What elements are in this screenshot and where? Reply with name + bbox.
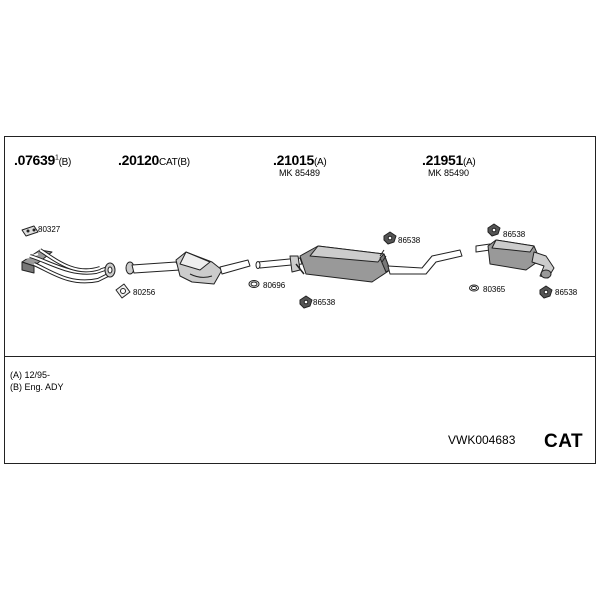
label-rubber-mount-86538-d: 86538 (555, 288, 578, 297)
notes-divider (4, 356, 596, 357)
label-rubber-mount-86538-b: 86538 (398, 236, 421, 245)
front-pipe-drawing (21, 248, 116, 284)
part-front-pipe: .076391(B) (14, 152, 72, 168)
label-gasket-80256: 80256 (133, 288, 156, 297)
rubber-mount-icon (487, 223, 501, 237)
part-catalytic-converter: .20120CAT(B) (118, 152, 190, 168)
rubber-mount-icon (383, 231, 397, 245)
rear-silencer-drawing (475, 239, 555, 279)
rubber-mount-icon (299, 295, 313, 309)
gasket-icon (115, 283, 131, 299)
cat-badge: CAT (544, 431, 584, 452)
note-b: (B) Eng. ADY (10, 382, 64, 392)
mk-centre-silencer: MK 85489 (279, 168, 321, 178)
mk-rear-silencer: MK 85490 (428, 168, 470, 178)
catalytic-converter-drawing (125, 251, 251, 285)
note-a: (A) 12/95- (10, 370, 51, 380)
gasket-icon (21, 225, 39, 237)
rubber-mount-icon (539, 285, 553, 299)
clamp-icon (469, 284, 479, 292)
label-gasket-80327: 80327 (38, 225, 61, 234)
part-rear-silencer: .21951(A) (422, 152, 476, 168)
diagram-frame (4, 136, 596, 464)
label-rubber-mount-86538-a: 86538 (313, 298, 336, 307)
reference-number: VWK004683 (448, 433, 516, 447)
label-clamp-80365: 80365 (483, 285, 506, 294)
clamp-icon (248, 280, 260, 288)
centre-silencer-drawing (255, 245, 463, 283)
label-clamp-80696: 80696 (263, 281, 286, 290)
label-rubber-mount-86538-c: 86538 (503, 230, 526, 239)
part-centre-silencer: .21015(A) (273, 152, 327, 168)
